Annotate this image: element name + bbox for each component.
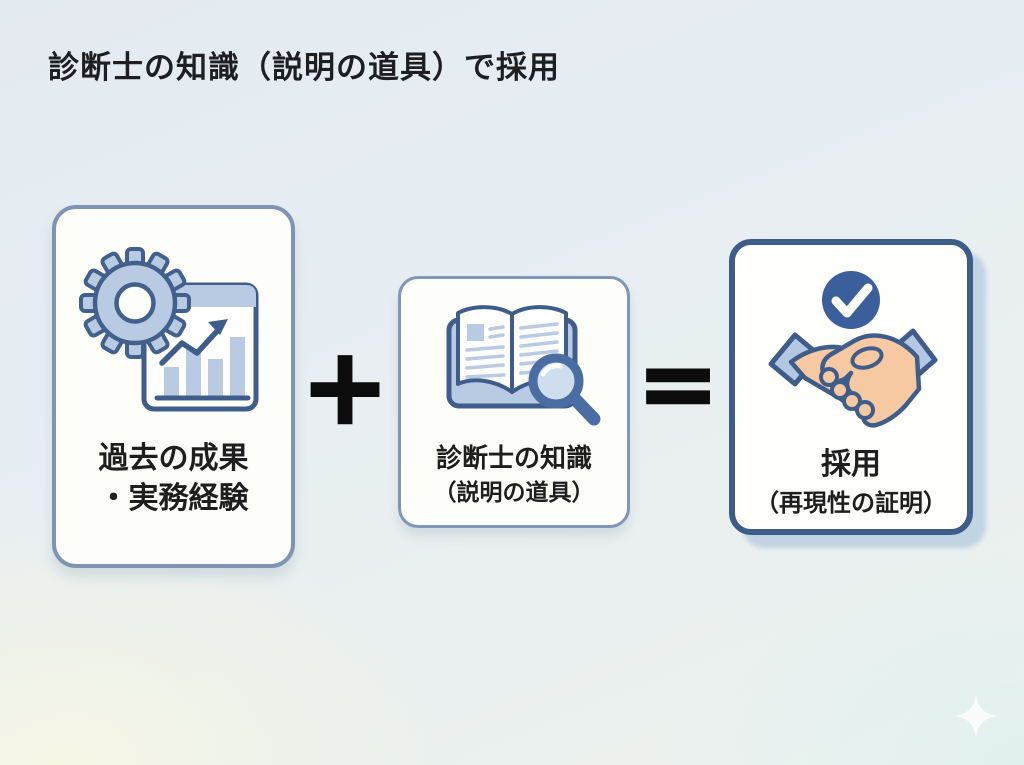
equals-operator: = [636,327,721,442]
card-label-line: 診断士の知識 [435,443,592,473]
plus-operator: + [299,325,390,448]
card-label-line: 採用 [821,448,881,481]
card-past-results: 過去の成果 ・実務経験 [52,205,295,568]
sparkle-icon [954,694,998,738]
card-label-line: （説明の道具） [433,479,595,505]
book-magnifier-icon [441,300,611,441]
card-label-line: ・実務経験 [98,482,249,515]
handshake-icon [768,328,938,428]
gear-chart-icon [78,245,264,422]
handshake-check-icon-svg [768,271,938,428]
check-circle-icon [822,271,880,329]
card-adoption-label: 採用 （再現性の証明） [735,445,967,523]
card-consultant-knowledge: 診断士の知識 （説明の道具） [398,276,630,528]
page-title: 診断士の知識（説明の道具）で採用 [48,50,560,85]
card-adoption: 採用 （再現性の証明） [729,239,973,535]
book-magnifier-icon-svg [446,305,601,426]
card-past-results-label: 過去の成果 ・実務経験 [56,439,291,519]
card-label-line: 過去の成果 [98,442,249,475]
magnifier-icon [528,353,601,426]
gear-icon [79,247,191,359]
card-consultant-knowledge-label: 診断士の知識 （説明の道具） [401,441,627,509]
gear-chart-icon-svg [79,247,259,412]
card-label-line: （再現性の証明） [755,490,947,517]
handshake-check-icon [743,260,963,445]
